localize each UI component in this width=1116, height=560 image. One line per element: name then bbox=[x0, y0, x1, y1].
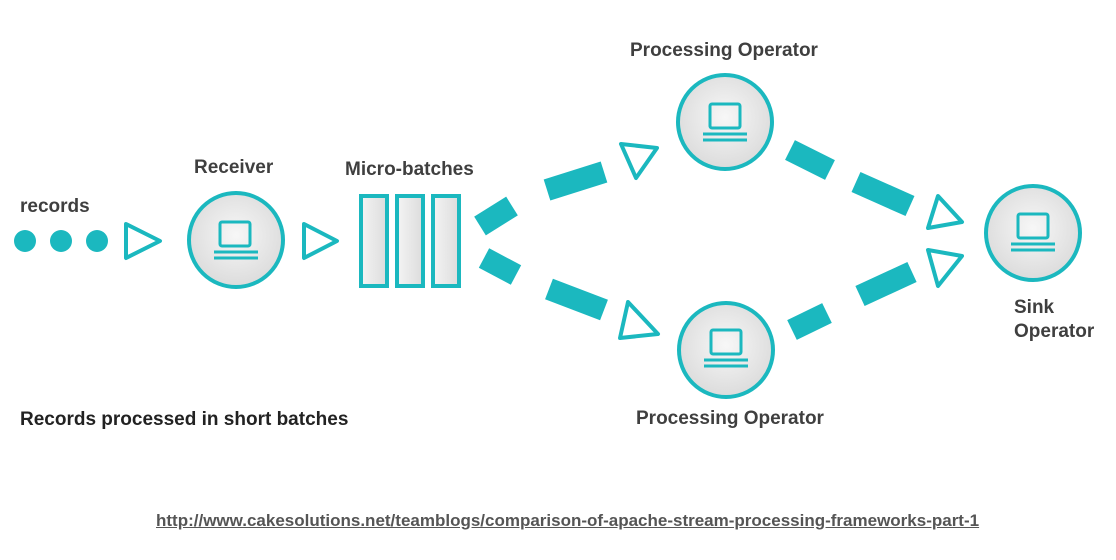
flow-top-to-sink bbox=[785, 140, 915, 217]
sink-operator-label: Sink Operator bbox=[1014, 296, 1094, 344]
processing-operator-top-label: Processing Operator bbox=[630, 40, 818, 61]
flow-to-top-processor bbox=[474, 161, 608, 236]
receiver-label: Receiver bbox=[194, 157, 274, 178]
source-link[interactable]: http://www.cakesolutions.net/teamblogs/c… bbox=[156, 511, 980, 530]
micro-batch bbox=[395, 194, 425, 288]
sink-label-line2: Operator bbox=[1014, 321, 1095, 342]
micro-batches-label: Micro-batches bbox=[345, 159, 474, 180]
triangle-arrow-icon bbox=[124, 222, 162, 260]
triangle-arrow-icon bbox=[618, 300, 660, 340]
record-dot bbox=[14, 230, 36, 252]
triangle-arrow-icon bbox=[926, 248, 964, 288]
receiver-node bbox=[187, 191, 285, 289]
record-dot bbox=[86, 230, 108, 252]
computer-icon bbox=[703, 102, 747, 142]
triangle-arrow-icon bbox=[926, 194, 964, 230]
processing-operator-bottom-label: Processing Operator bbox=[636, 408, 824, 429]
caption: Records processed in short batches bbox=[20, 409, 349, 430]
record-dot bbox=[50, 230, 72, 252]
triangle-arrow-icon bbox=[302, 222, 339, 260]
records-label: records bbox=[20, 196, 90, 217]
sink-node bbox=[984, 184, 1082, 282]
computer-icon bbox=[1011, 212, 1055, 252]
triangle-arrow-icon bbox=[619, 142, 659, 180]
micro-batch bbox=[431, 194, 461, 288]
micro-batches bbox=[359, 194, 461, 288]
micro-batch bbox=[359, 194, 389, 288]
computer-icon bbox=[704, 328, 748, 368]
computer-icon bbox=[214, 220, 258, 260]
sink-label-line1: Sink bbox=[1014, 297, 1055, 318]
flow-to-bottom-processor bbox=[478, 248, 608, 321]
processing-node-top bbox=[676, 73, 774, 171]
processing-node-bottom bbox=[677, 301, 775, 399]
flow-bottom-to-sink bbox=[787, 262, 917, 340]
